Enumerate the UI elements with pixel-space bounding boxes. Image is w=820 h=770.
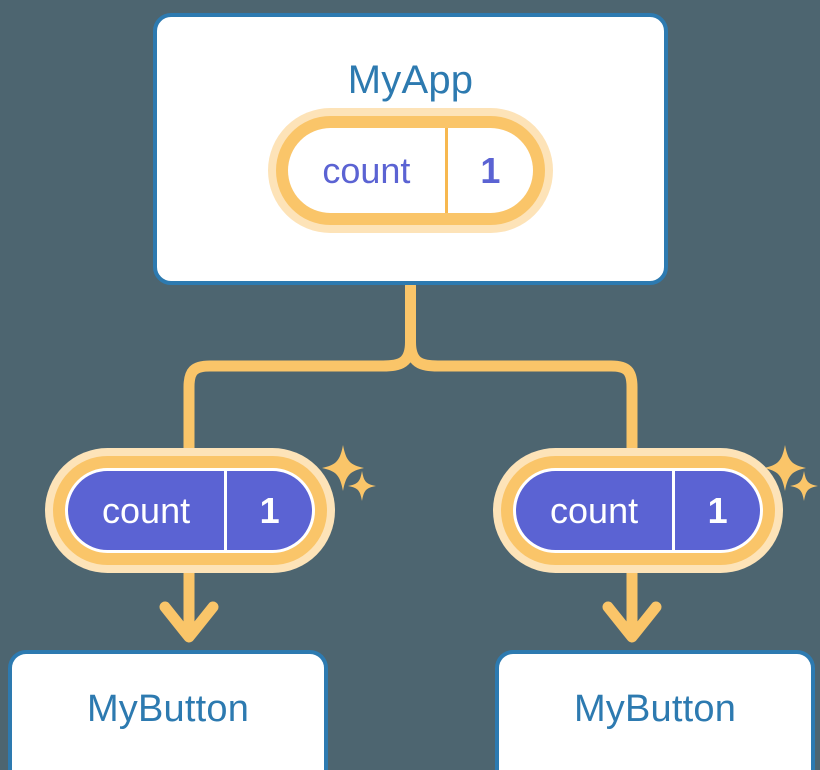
component-box-myapp[interactable]: MyApp — [153, 13, 668, 285]
branch-connector-icon — [183, 280, 638, 458]
state-key-label: count — [102, 489, 191, 531]
state-key-label: count — [322, 149, 411, 191]
sparkle-small-icon — [348, 471, 376, 501]
state-value-label: 1 — [672, 471, 760, 550]
sparkle-small-icon — [790, 471, 818, 501]
arrow-down-icon — [602, 564, 662, 643]
state-value-label: 1 — [444, 128, 533, 213]
pill-body: count 1 — [288, 128, 533, 213]
pill-body: count 1 — [513, 468, 763, 553]
component-box-mybutton-left[interactable]: MyButton — [8, 650, 328, 770]
component-label: MyButton — [86, 688, 250, 730]
state-key-label: count — [550, 489, 639, 531]
state-pill-child-left[interactable]: count 1 — [45, 448, 335, 573]
state-pill-child-right[interactable]: count 1 — [493, 448, 783, 573]
arrow-down-icon — [159, 564, 219, 643]
state-value-label: 1 — [224, 471, 312, 550]
state-pill-myapp[interactable]: count 1 — [268, 108, 553, 233]
component-label: MyButton — [573, 688, 737, 730]
component-box-mybutton-right[interactable]: MyButton — [495, 650, 815, 770]
pill-body: count 1 — [65, 468, 315, 553]
page-title: MyApp — [347, 58, 474, 102]
